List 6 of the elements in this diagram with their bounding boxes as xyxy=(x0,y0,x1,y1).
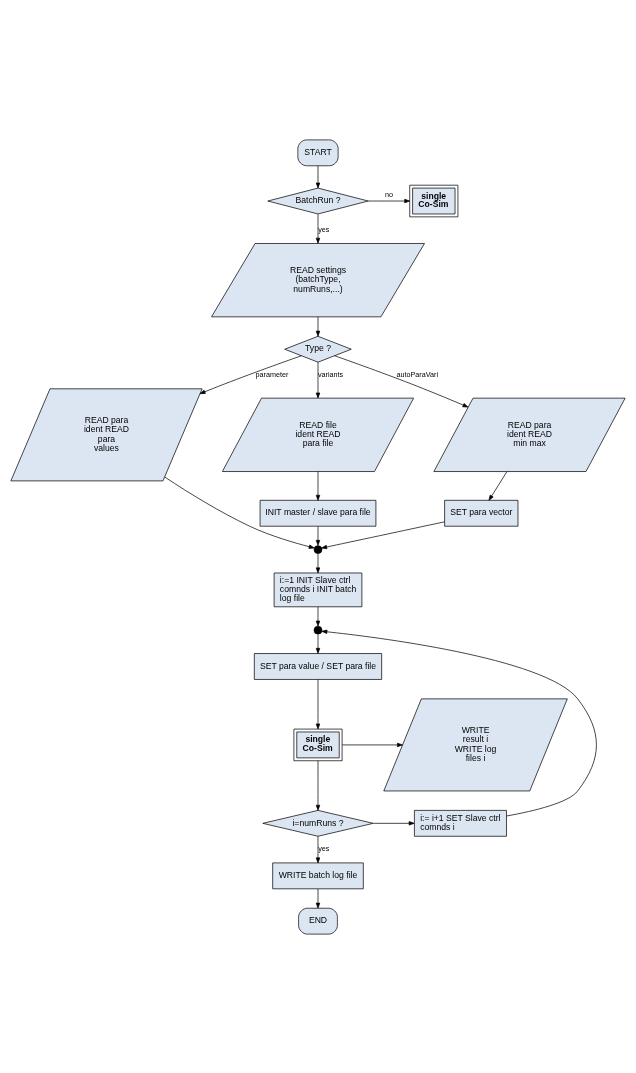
edge-label: parameter xyxy=(255,369,289,379)
edge-label: no xyxy=(384,189,393,199)
edge-label: variants xyxy=(318,369,344,379)
edge-label: yes xyxy=(318,224,330,234)
edge-label: autoParaVari xyxy=(396,369,438,379)
edge-label: yes xyxy=(318,843,330,853)
